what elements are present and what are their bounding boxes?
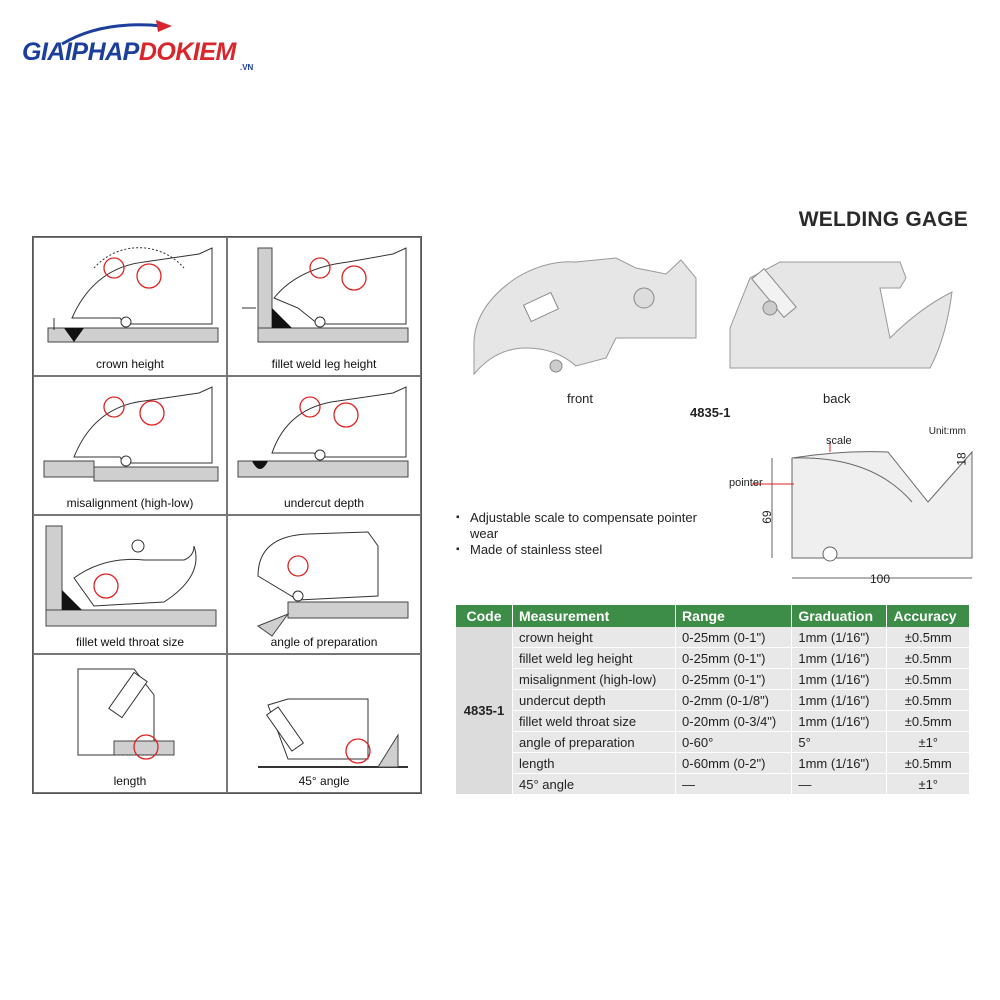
- height-dimension: 69: [759, 510, 774, 524]
- unit-label: Unit:mm: [928, 426, 966, 437]
- feature-item: Adjustable scale to compensate pointer w…: [456, 510, 700, 542]
- code-cell: 4835-1: [456, 627, 513, 795]
- range-cell: 0-2mm (0-1/8"): [675, 689, 793, 711]
- accuracy-cell: ±0.5mm: [886, 752, 970, 774]
- illustration-caption: misalignment (high-low): [66, 496, 194, 510]
- spec-table: Code Measurement Range Graduation Accura…: [456, 605, 970, 795]
- table-header-row: Code Measurement Range Graduation Accura…: [456, 605, 970, 627]
- column-header: Accuracy: [886, 605, 970, 627]
- measurement-cell: crown height: [512, 627, 677, 648]
- logo-text: GIAIPHAPDOKIEM: [22, 38, 236, 66]
- range-cell: 0-20mm (0-3/4"): [675, 710, 793, 732]
- illustration-caption: angle of preparation: [270, 635, 378, 649]
- fillet-weld-throat-drawing: [45, 525, 217, 627]
- page-title: WELDING GAGE: [798, 208, 968, 231]
- illustration-undercut-depth: undercut depth: [227, 376, 421, 515]
- pointer-label: pointer: [729, 477, 763, 489]
- table-row: 45° angle——±1°: [456, 773, 970, 795]
- graduation-cell: 5°: [791, 731, 888, 753]
- length-drawing: [77, 668, 175, 760]
- column-header: Graduation: [791, 605, 888, 627]
- thickness-dimension: 18: [954, 452, 969, 466]
- graduation-cell: 1mm (1/16"): [791, 627, 888, 648]
- measurement-cell: undercut depth: [512, 689, 677, 711]
- feature-item: Made of stainless steel: [456, 542, 700, 558]
- angle-of-preparation-drawing: [256, 531, 409, 637]
- column-header: Code: [456, 605, 513, 627]
- illustration-length: length: [33, 654, 227, 793]
- accuracy-cell: ±0.5mm: [886, 668, 970, 690]
- illustration-misalignment: misalignment (high-low): [33, 376, 227, 515]
- graduation-cell: 1mm (1/16"): [791, 689, 888, 711]
- illustration-fillet-weld-leg-height: fillet weld leg height: [227, 237, 421, 376]
- measurement-cell: 45° angle: [512, 773, 677, 795]
- angle-45-drawing: [258, 698, 408, 768]
- illustration-caption: 45° angle: [298, 774, 350, 788]
- measurement-cell: misalignment (high-low): [512, 668, 677, 690]
- accuracy-cell: ±1°: [886, 773, 970, 795]
- gage-front-photo: [473, 257, 697, 376]
- table-row: misalignment (high-low)0-25mm (0-1")1mm …: [456, 668, 970, 690]
- back-label: back: [823, 391, 851, 406]
- illustration-crown-height: crown height: [33, 237, 227, 376]
- fillet-weld-leg-drawing: [242, 247, 409, 343]
- graduation-cell: 1mm (1/16"): [791, 647, 888, 669]
- graduation-cell: 1mm (1/16"): [791, 752, 888, 774]
- illustration-caption: fillet weld leg height: [271, 357, 377, 371]
- illustration-caption: crown height: [95, 357, 165, 371]
- range-cell: 0-60mm (0-2"): [675, 752, 793, 774]
- measurement-cell: fillet weld leg height: [512, 647, 677, 669]
- column-header: Measurement: [512, 605, 677, 627]
- illustration-caption: length: [113, 774, 147, 788]
- illustration-fillet-weld-throat-size: fillet weld throat size: [33, 515, 227, 654]
- range-cell: 0-60°: [675, 731, 793, 753]
- usage-illustrations: crown height fillet weld leg height misa…: [32, 236, 422, 794]
- graduation-cell: 1mm (1/16"): [791, 668, 888, 690]
- measurement-cell: angle of preparation: [512, 731, 677, 753]
- logo-suffix: .VN: [240, 63, 254, 72]
- range-cell: —: [675, 773, 793, 795]
- illustration-caption: undercut depth: [283, 496, 365, 510]
- undercut-depth-drawing: [237, 386, 409, 478]
- front-label: front: [567, 391, 594, 406]
- measurement-cell: fillet weld throat size: [512, 710, 677, 732]
- model-number: 4835-1: [690, 405, 731, 420]
- measurement-cell: length: [512, 752, 677, 774]
- accuracy-cell: ±0.5mm: [886, 710, 970, 732]
- accuracy-cell: ±1°: [886, 731, 970, 753]
- width-dimension: 100: [870, 572, 891, 586]
- illustration-45-angle: 45° angle: [227, 654, 421, 793]
- illustration-angle-of-preparation: angle of preparation: [227, 515, 421, 654]
- feature-list: Adjustable scale to compensate pointer w…: [456, 510, 700, 558]
- graduation-cell: —: [791, 773, 888, 795]
- range-cell: 0-25mm (0-1"): [675, 627, 793, 648]
- dimension-drawing: [752, 442, 973, 579]
- gage-back-photo: [729, 261, 953, 369]
- range-cell: 0-25mm (0-1"): [675, 647, 793, 669]
- accuracy-cell: ±0.5mm: [886, 647, 970, 669]
- logo-swoosh-icon: [61, 20, 172, 46]
- brand-logo: GIAIPHAPDOKIEM .VN: [22, 18, 322, 78]
- crown-height-drawing: [47, 247, 219, 343]
- illustration-caption: fillet weld throat size: [75, 635, 185, 649]
- accuracy-cell: ±0.5mm: [886, 627, 970, 648]
- misalignment-drawing: [43, 386, 219, 482]
- column-header: Range: [675, 605, 793, 627]
- range-cell: 0-25mm (0-1"): [675, 668, 793, 690]
- graduation-cell: 1mm (1/16"): [791, 710, 888, 732]
- accuracy-cell: ±0.5mm: [886, 689, 970, 711]
- scale-label: scale: [826, 435, 852, 447]
